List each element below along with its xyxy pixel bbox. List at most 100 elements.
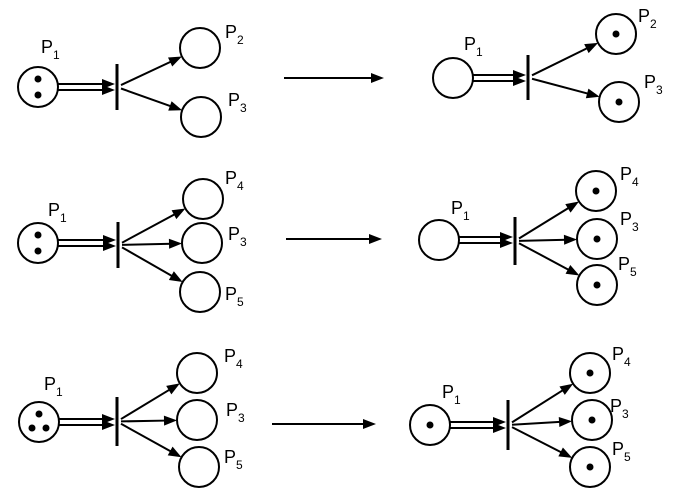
output-arc-1 (511, 388, 566, 424)
output-place-3 (179, 271, 221, 313)
token-dot (593, 235, 601, 243)
output-arc-1-head (171, 208, 186, 220)
token-dot (42, 424, 50, 432)
input-place-label: P1 (451, 198, 470, 223)
output-place-2-label: P3 (228, 224, 247, 249)
input-place (418, 219, 460, 261)
output-arc-1 (120, 387, 172, 420)
token-dot (593, 281, 601, 289)
output-place-2 (180, 96, 222, 138)
output-arc-1 (531, 46, 590, 77)
output-arc-1 (120, 59, 174, 86)
token-dot (34, 247, 42, 255)
output-place-1-label: P4 (224, 346, 243, 371)
token-dot (35, 410, 43, 418)
input-arc-2-head (513, 76, 526, 86)
output-arc-2 (511, 420, 563, 426)
output-place-2-label: P3 (226, 400, 245, 425)
output-arc-3-head (558, 447, 573, 458)
transition-arrow-1 (284, 73, 384, 83)
output-place-3 (178, 446, 220, 488)
firing-arrow-head (371, 73, 384, 83)
output-arc-2 (121, 242, 173, 246)
output-arc-2 (120, 87, 174, 108)
token-dot (588, 416, 596, 424)
output-place-1 (179, 27, 221, 69)
token-dot (592, 187, 600, 195)
output-arc-3-head (565, 264, 580, 276)
output-arc-2-head (563, 234, 578, 245)
output-arc-2 (120, 419, 168, 423)
input-place-label: P1 (41, 37, 60, 62)
output-arc-1-head (584, 42, 599, 54)
output-arc-1 (518, 205, 571, 240)
output-place-3-label: P5 (224, 447, 243, 472)
output-arc-2-head (585, 88, 600, 99)
output-arc-1-head (565, 201, 579, 213)
output-place-2-label: P3 (610, 396, 629, 421)
output-arc-2 (531, 77, 591, 96)
token-dot (28, 424, 36, 432)
output-arc-2-head (163, 415, 178, 426)
input-arc-2-head (102, 85, 115, 95)
input-arc-2-head (500, 238, 513, 248)
output-place-1-label: P4 (225, 168, 244, 193)
output-arc-1-head (168, 56, 182, 67)
output-arc-3-head (167, 446, 182, 458)
transition-arrow-2 (286, 234, 382, 244)
token-dot (34, 231, 42, 239)
output-arc-2-head (558, 416, 573, 427)
input-arc-2-head (493, 423, 506, 433)
output-arc-1-head (166, 383, 180, 395)
input-place (18, 401, 60, 443)
token-dot (34, 75, 42, 83)
firing-arrow-head (369, 234, 382, 244)
output-place-2 (176, 399, 218, 441)
output-place-1-label: P4 (620, 164, 639, 189)
token-dot (615, 98, 623, 106)
output-arc-3-head (168, 271, 183, 283)
input-arc-2-head (103, 241, 116, 251)
output-place-2-label: P3 (644, 72, 663, 97)
input-place-label: P1 (442, 382, 461, 407)
output-arc-3 (518, 242, 572, 272)
token-dot (586, 369, 594, 377)
output-arc-3 (121, 246, 175, 278)
output-arc-3 (120, 422, 174, 454)
output-arc-1-head (559, 383, 574, 395)
output-place-1-label: P2 (225, 22, 244, 47)
input-place-label: P1 (44, 374, 63, 399)
output-place-1 (176, 352, 218, 394)
output-arc-3 (511, 426, 564, 455)
input-place (432, 57, 474, 99)
output-place-1-label: P2 (638, 6, 657, 31)
output-place-3-label: P5 (618, 254, 637, 279)
output-arc-1 (121, 212, 178, 244)
output-arc-2-head (168, 238, 183, 249)
input-place (17, 66, 59, 108)
output-place-2-label: P3 (620, 209, 639, 234)
output-place-2-label: P3 (228, 90, 247, 115)
output-place-2 (181, 222, 223, 264)
output-place-3-label: P5 (225, 284, 244, 309)
transition-arrow-3 (272, 419, 376, 429)
output-place-3-label: P5 (612, 439, 631, 464)
firing-arrow-head (363, 419, 376, 429)
token-dot (586, 463, 594, 471)
output-arc-2 (518, 238, 568, 242)
output-arc-2-head (168, 101, 183, 111)
input-place-label: P1 (464, 34, 483, 59)
token-dot (426, 421, 434, 429)
output-place-1-label: P4 (612, 344, 631, 369)
token-dot (34, 91, 42, 99)
input-place (17, 222, 59, 264)
output-place-1 (182, 178, 224, 220)
input-arc-2-head (102, 420, 115, 430)
token-dot (612, 30, 620, 38)
